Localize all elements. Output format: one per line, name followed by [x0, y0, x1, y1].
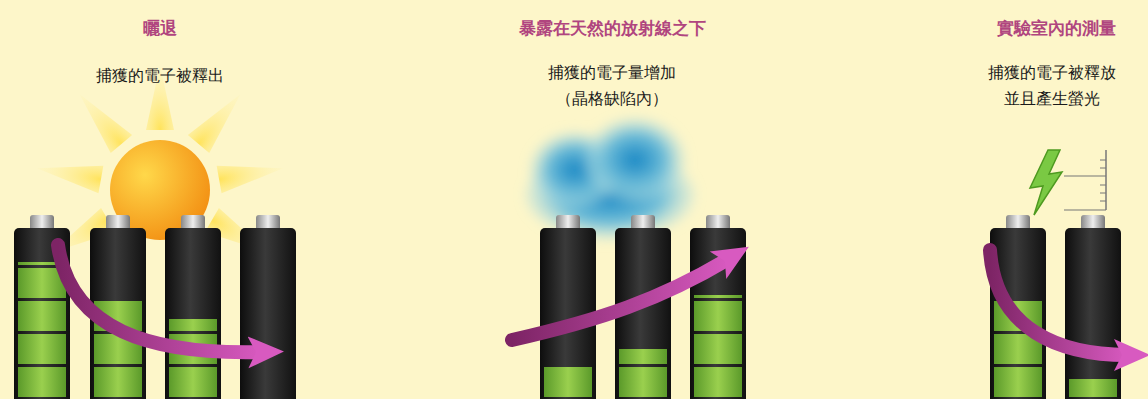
charge-segment [694, 334, 742, 364]
panel-heading: 實驗室內的測量 [997, 17, 1116, 40]
charge-segment [1069, 379, 1117, 397]
charge-segment [18, 367, 66, 397]
charge-segment [18, 301, 66, 331]
flow-arrow [58, 245, 262, 352]
battery-body [1065, 228, 1121, 399]
battery [990, 215, 1046, 399]
charge-segment [94, 367, 142, 397]
lightning-ruler [1030, 150, 1106, 215]
panel-heading: 曬退 [143, 17, 177, 40]
battery [240, 215, 296, 399]
battery [1065, 215, 1121, 399]
panel-heading: 暴露在天然的放射線之下 [519, 17, 706, 40]
radiation-cloud [525, 118, 695, 240]
battery [540, 215, 596, 399]
battery [165, 215, 221, 399]
charge-segment [694, 301, 742, 331]
charge-segment [169, 367, 217, 397]
battery [690, 215, 746, 399]
battery-body [165, 228, 221, 399]
caption: 捕獲的電子被釋放 並且產生螢光 [988, 60, 1116, 112]
charge-segment [619, 367, 667, 397]
charge-segment [694, 295, 742, 298]
batteries [14, 215, 1121, 399]
flow-arrow [990, 250, 1128, 355]
battery [90, 215, 146, 399]
charge-segment [694, 367, 742, 397]
charge-segment [169, 319, 217, 331]
charge-segment [994, 367, 1042, 397]
caption: 捕獲的電子被釋出 [96, 63, 224, 89]
charge-segment [619, 349, 667, 364]
battery-body [240, 228, 296, 399]
flow-arrow [512, 258, 730, 340]
charge-segment [18, 334, 66, 364]
caption: 捕獲的電子量增加 （晶格缺陷內） [548, 60, 676, 112]
charge-segment [544, 367, 592, 397]
arrows [58, 245, 1128, 355]
battery-body [690, 228, 746, 399]
